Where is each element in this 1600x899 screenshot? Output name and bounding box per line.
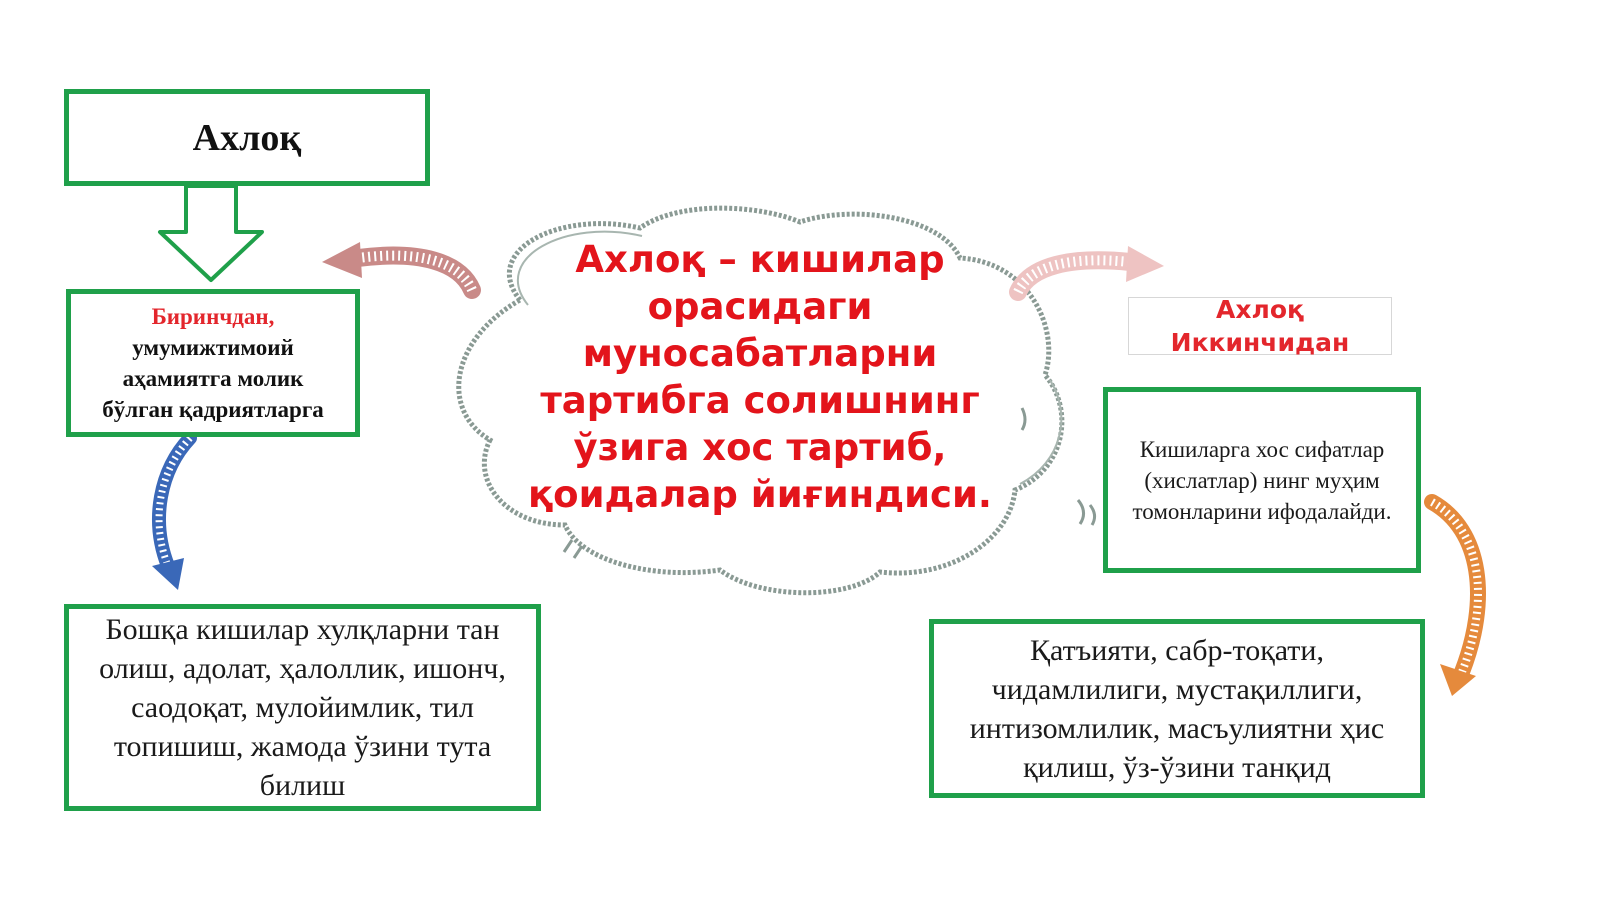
center-line-6: қоидалар йиғиндиси. — [528, 473, 992, 516]
right-values-box: Қатъияти, сабр-тоқати, чидамлилиги, муст… — [929, 619, 1425, 798]
cloud-shape — [456, 205, 1065, 596]
first-line-2: аҳамиятга молик — [122, 366, 304, 391]
center-definition: Ахлоқ – кишилар орасидаги муносабатларни… — [520, 236, 1000, 518]
left-values-box: Бошқа кишилар хулқларни тан олиш, адолат… — [64, 604, 541, 811]
center-line-5: ўзига хос тартиб, — [573, 426, 947, 469]
curved-arrow-down-orange-icon — [1424, 494, 1486, 696]
curved-arrow-down-blue-icon — [152, 431, 197, 590]
first-line-3: бўлган қадриятларга — [102, 397, 324, 422]
title-text: Ахлоқ — [192, 116, 302, 159]
center-line-1: Ахлоқ – кишилар — [575, 238, 945, 281]
first-heading: Биринчдан, — [151, 304, 275, 329]
first-box: Биринчдан, умумижтимоий аҳамиятга молик … — [66, 289, 360, 437]
title-box: Ахлоқ — [64, 89, 430, 186]
center-line-2: орасидаги — [647, 285, 873, 328]
curved-arrow-right-icon — [1009, 246, 1164, 301]
right-values-text: Қатъияти, сабр-тоқати, чидамлилиги, муст… — [969, 633, 1385, 784]
left-values-text: Бошқа кишилар хулқларни тан олиш, адолат… — [99, 613, 506, 802]
center-line-3: муносабатларни — [582, 332, 938, 375]
second-label-line-1: Ахлоқ — [1216, 295, 1304, 324]
second-label-line-2: Иккинчидан — [1170, 328, 1350, 357]
second-description-box: Кишиларга хос сифатлар (хислатлар) нинг … — [1103, 387, 1421, 573]
center-line-4: тартибга солишнинг — [540, 379, 980, 422]
second-label: Ахлоқ Иккинчидан — [1128, 295, 1392, 357]
first-line-1: умумижтимоий — [132, 335, 294, 360]
second-description: Кишиларга хос сифатлар (хислатлар) нинг … — [1132, 436, 1392, 524]
down-arrow-icon — [158, 184, 264, 282]
curved-arrow-left-icon — [322, 242, 481, 299]
